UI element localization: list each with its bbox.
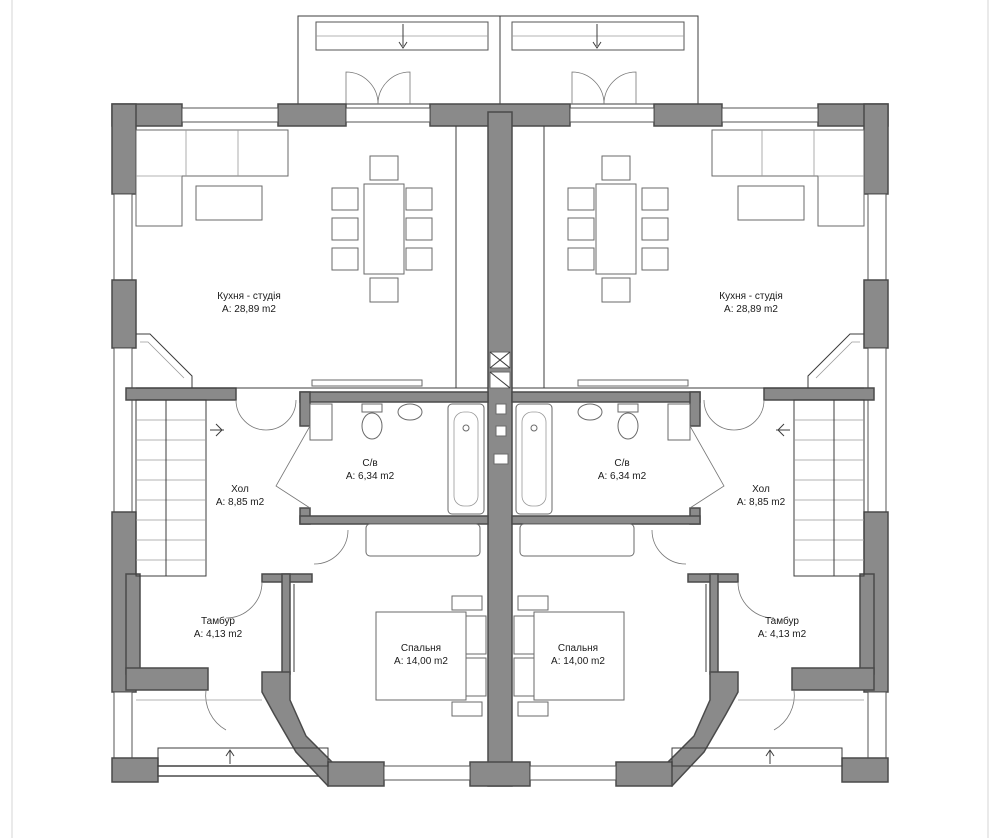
vestibule-name-right: Тамбур — [765, 615, 799, 627]
entrance-porches — [136, 699, 864, 767]
room-labels-right: Кухня - студія A: 28,89 m2 С/в A: 6,34 m… — [551, 291, 807, 667]
kitchen-furniture-right — [512, 126, 865, 389]
terrace — [297, 15, 699, 105]
bathroom-area-left: A: 6,34 m2 — [346, 471, 395, 482]
bathroom-fixtures-left — [309, 403, 485, 515]
room-labels-left: Кухня - студія A: 28,89 m2 С/в A: 6,34 m… — [194, 291, 449, 667]
kitchen-area-right: A: 28,89 m2 — [724, 304, 778, 315]
bedroom-area-right: A: 14,00 m2 — [551, 656, 605, 667]
bedroom-name-left: Спальня — [401, 643, 441, 654]
kitchen-name-right: Кухня - студія — [719, 291, 782, 302]
stairs-left — [135, 399, 224, 577]
vestibule-area-left: A: 4,13 m2 — [194, 629, 243, 640]
doors — [205, 399, 795, 731]
kitchen-name-left: Кухня - студія — [217, 291, 280, 302]
bedroom-furniture-left — [293, 523, 487, 717]
kitchen-area-left: A: 28,89 m2 — [222, 304, 276, 315]
hall-name-right: Хол — [752, 484, 770, 495]
bedroom-area-left: A: 14,00 m2 — [394, 656, 448, 667]
walls — [111, 103, 889, 788]
vestibule-area-right: A: 4,13 m2 — [758, 629, 807, 640]
hall-area-right: A: 8,85 m2 — [737, 497, 786, 508]
hall-area-left: A: 8,85 m2 — [216, 497, 265, 508]
vent-ducts — [489, 351, 511, 465]
bedroom-name-right: Спальня — [558, 643, 598, 654]
bathroom-fixtures-right — [515, 403, 691, 515]
vestibule-name-left: Тамбур — [201, 615, 235, 627]
bathroom-name-right: С/в — [614, 458, 629, 469]
hall-name-left: Хол — [231, 484, 249, 495]
bedroom-furniture-right — [513, 523, 707, 717]
stairs-right — [776, 399, 865, 577]
bathroom-name-left: С/в — [362, 458, 377, 469]
bathroom-area-right: A: 6,34 m2 — [598, 471, 647, 482]
kitchen-furniture-left — [135, 126, 488, 389]
